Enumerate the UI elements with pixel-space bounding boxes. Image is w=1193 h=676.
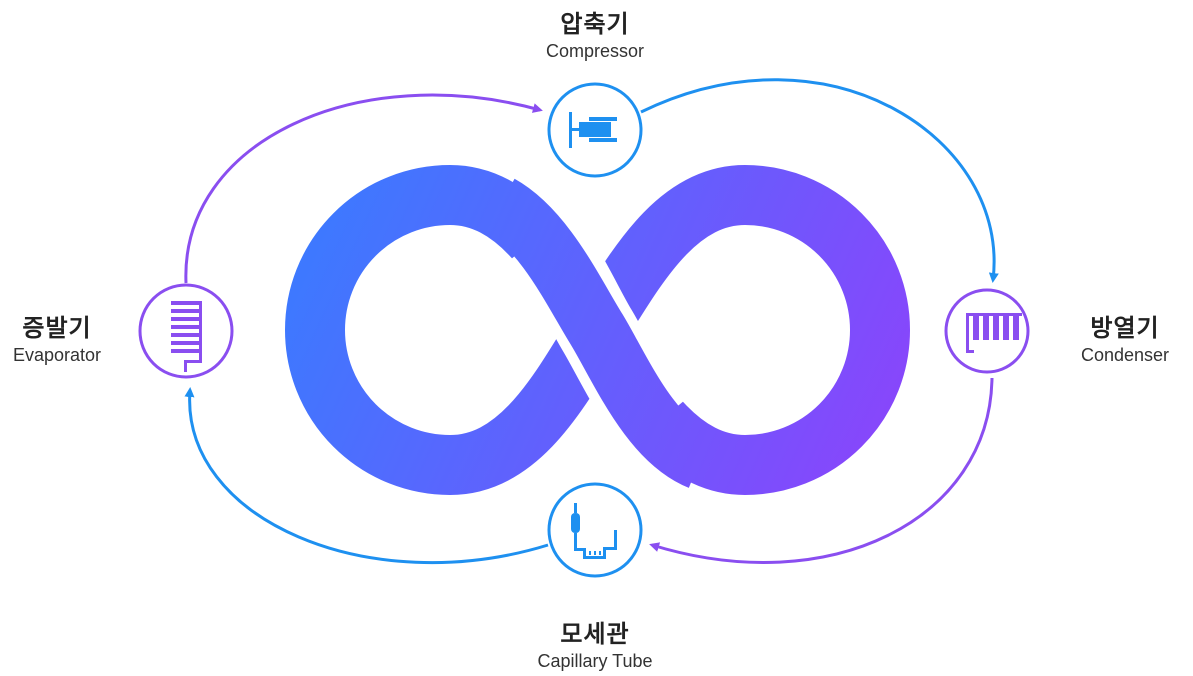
compressor-label-ko: 압축기 [560, 10, 630, 38]
arrow-condenser-to-capillary [649, 377, 994, 564]
capillary-label: 모세관 Capillary Tube [495, 614, 695, 672]
arrow-compressor-to-condenser [640, 78, 999, 283]
condenser-label-en: Condenser [1080, 345, 1170, 365]
compressor-label: 압축기 Compressor [495, 4, 695, 62]
evaporator-icon [138, 283, 234, 379]
capillary-label-ko: 모세관 [560, 620, 630, 648]
infinity-symbol [285, 164, 910, 496]
condenser-label-ko: 방열기 [1090, 314, 1160, 342]
arrow-capillary-to-evaporator [184, 387, 549, 565]
capillary-tube-icon [547, 482, 643, 578]
compressor-icon [547, 82, 643, 178]
arrow-evaporator-to-compressor [184, 93, 543, 284]
condenser-label: 방열기 Condenser [1050, 308, 1193, 366]
evaporator-label-en: Evaporator [12, 345, 102, 365]
evaporator-label-ko: 증발기 [22, 314, 92, 342]
compressor-label-en: Compressor [545, 41, 645, 61]
capillary-label-en: Capillary Tube [537, 651, 653, 671]
condenser-icon [944, 288, 1030, 374]
evaporator-label: 증발기 Evaporator [0, 308, 122, 366]
